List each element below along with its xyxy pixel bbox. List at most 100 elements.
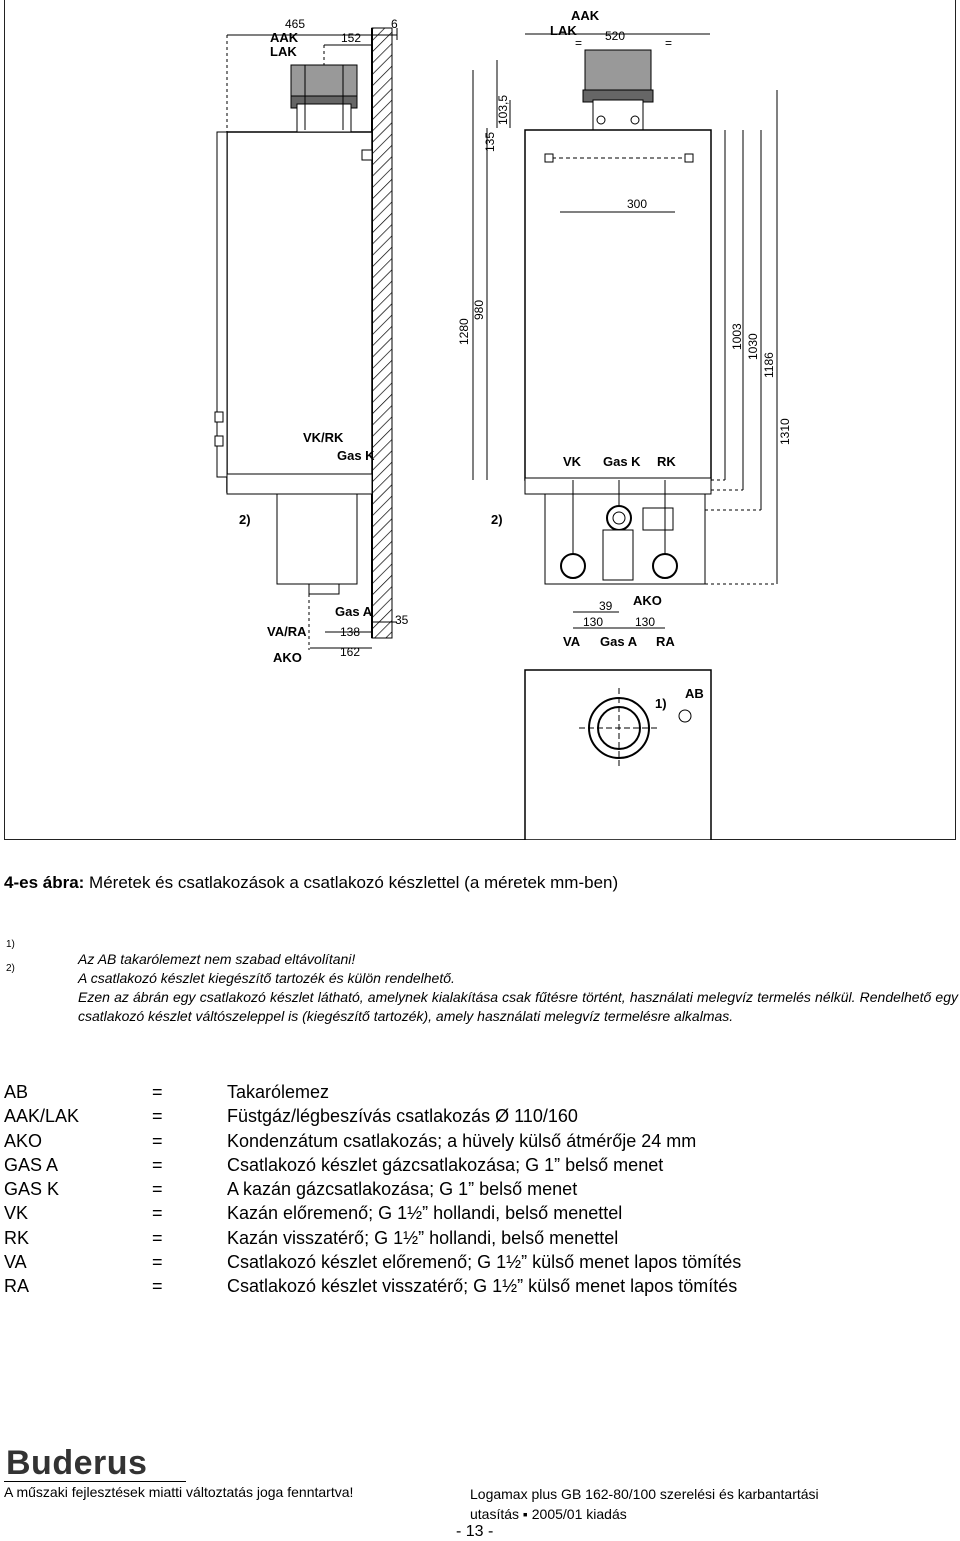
- legend-desc: Csatlakozó készlet gázcsatlakozása; G 1”…: [227, 1154, 664, 1175]
- side-note-2: 2): [239, 512, 251, 527]
- figure-frame: AAK LAK 465 6 152 VK/RK Gas K 2) Gas A V…: [4, 0, 956, 841]
- side-aak-label: AAK: [270, 30, 299, 45]
- dim-465: 465: [285, 17, 305, 31]
- caption-text: Méretek és csatlakozások a csatlakozó ké…: [84, 873, 619, 892]
- technical-drawing: AAK LAK 465 6 152 VK/RK Gas K 2) Gas A V…: [214, 8, 792, 841]
- front-ako-label: AKO: [633, 593, 662, 608]
- footnote-mark-1: 1): [6, 939, 15, 950]
- legend-row: RK = Kazán visszatérő; G 1½” hollandi, bel…: [4, 1226, 741, 1250]
- legend-table: AB = Takarólemez AAK/LAK = Füstgáz/légbeszív…: [4, 1080, 741, 1299]
- side-ako-label: AKO: [273, 650, 302, 665]
- side-vkrk-label: VK/RK: [303, 430, 344, 445]
- legend-eq: =: [152, 1276, 163, 1297]
- legend-eq: =: [152, 1227, 163, 1248]
- dim-1186: 1186: [762, 352, 776, 378]
- logo-wordmark: Buderus: [6, 1444, 147, 1481]
- plan-ab-label: AB: [685, 686, 704, 701]
- footer-doc-title: Logamax plus GB 162-80/100 szerelési és …: [470, 1484, 910, 1524]
- side-view: AAK LAK 465 6 152 VK/RK Gas K 2) Gas A V…: [214, 17, 409, 665]
- legend-abbr: VK: [4, 1203, 29, 1224]
- legend-abbr: AAK/LAK: [4, 1106, 80, 1127]
- footer-doc-line2: utasítás ▪ 2005/01 kiadás: [470, 1506, 627, 1522]
- height-dims-right: 1003 1030 1186 1310: [705, 90, 792, 585]
- legend-abbr: GAS K: [4, 1179, 60, 1200]
- legend-eq: =: [152, 1203, 163, 1224]
- legend-desc: Csatlakozó készlet előremenő; G 1½” küls…: [227, 1252, 742, 1273]
- side-gask-label: Gas K: [337, 448, 375, 463]
- front-ra-label: RA: [656, 634, 675, 649]
- legend-eq: =: [152, 1106, 163, 1127]
- footnote-mark-2: 2): [6, 963, 15, 974]
- svg-text:=: =: [665, 36, 672, 50]
- page-number: - 13 -: [456, 1523, 494, 1540]
- front-view: = = 300 520 AAK LAK VK Gas K RK 2) 39 13…: [491, 8, 712, 649]
- dim-1030: 1030: [746, 333, 760, 360]
- caption-prefix: 4-es ábra:: [4, 873, 85, 892]
- plan-note-1: 1): [655, 696, 667, 711]
- legend-desc: Füstgáz/légbeszívás csatlakozás Ø 110/16…: [227, 1106, 578, 1127]
- dim-103-5: 103,5: [496, 95, 510, 125]
- dim-162: 162: [340, 645, 360, 659]
- figure-caption: 4-es ábra: Méretek és csatlakozások a cs…: [4, 873, 618, 893]
- dim-39: 39: [599, 599, 613, 613]
- legend-row: RA = Csatlakozó készlet visszatérő; G 1½” …: [4, 1274, 741, 1298]
- side-gasa-label: Gas A: [335, 604, 373, 619]
- legend-row: VA = Csatlakozó készlet előremenő; G 1½” k…: [4, 1250, 741, 1274]
- plan-view: 1) AB: [524, 669, 712, 841]
- legend-desc: Takarólemez: [227, 1082, 330, 1102]
- thermometer-left: [560, 553, 586, 579]
- svg-text:=: =: [575, 36, 582, 50]
- dim-130-b: 130: [635, 615, 655, 629]
- dim-520: 520: [605, 29, 625, 43]
- dim-135: 135: [483, 132, 497, 152]
- legend-row: AAK/LAK = Füstgáz/légbeszívás csatlakozás …: [4, 1104, 741, 1128]
- footnote-2a: A csatlakozó készlet kiegészítő tartozék…: [78, 970, 455, 986]
- legend-row: VK = Kazán előremenő; G 1½” hollandi, bels…: [4, 1201, 741, 1225]
- legend-desc: Kondenzátum csatlakozás; a hüvely külső …: [227, 1130, 697, 1151]
- front-rk-label: RK: [657, 454, 676, 469]
- wall-hatch: [371, 27, 393, 639]
- side-lak-label: LAK: [270, 44, 297, 59]
- legend-row: AB = Takarólemez: [4, 1080, 741, 1104]
- legend-desc: A kazán gázcsatlakozása; G 1” belső mene…: [227, 1179, 578, 1200]
- legend-row: GAS K = A kazán gázcsatlakozása; G 1” bels…: [4, 1177, 741, 1201]
- legend-eq: =: [152, 1130, 163, 1151]
- front-aak-label: AAK: [571, 8, 600, 23]
- footer-doc-line1: Logamax plus GB 162-80/100 szerelési és …: [470, 1486, 819, 1502]
- dim-138: 138: [340, 625, 360, 639]
- dim-6: 6: [391, 17, 398, 31]
- dim-35: 35: [395, 613, 409, 627]
- legend-abbr: RK: [4, 1227, 30, 1248]
- front-lak-label: LAK: [550, 23, 577, 38]
- height-dims-left: 1280 980 135 103,5: [457, 60, 511, 480]
- boiler-front-body: [524, 129, 712, 481]
- side-vara-label: VA/RA: [267, 624, 307, 639]
- footnote-marks: 1) 2): [6, 940, 15, 988]
- footer-rule: [4, 1481, 186, 1482]
- buderus-logo: Buderus: [6, 1444, 147, 1481]
- dim-1310: 1310: [778, 418, 792, 445]
- front-gask-label: Gas K: [603, 454, 641, 469]
- legend-abbr: VA: [4, 1252, 27, 1273]
- legend-desc: Kazán visszatérő; G 1½” hollandi, belső …: [227, 1227, 619, 1248]
- front-note-2: 2): [491, 512, 503, 527]
- dim-1280: 1280: [457, 318, 471, 345]
- legend-eq: =: [152, 1082, 163, 1102]
- footnotes: Az AB takarólemezt nem szabad eltávolíta…: [78, 950, 958, 1026]
- footer-disclaimer: A műszaki fejlesztések miatti változtatá…: [4, 1484, 354, 1500]
- legend-abbr: AB: [4, 1082, 29, 1102]
- footnote-2b: Ezen az ábrán egy csatlakozó készlet lát…: [78, 989, 958, 1024]
- legend-row: GAS A = Csatlakozó készlet gázcsatlakozása…: [4, 1153, 741, 1177]
- legend-abbr: GAS A: [4, 1154, 59, 1175]
- boiler-side-body: [226, 131, 373, 493]
- front-gasa-label: Gas A: [600, 634, 638, 649]
- dim-130-a: 130: [583, 615, 603, 629]
- dim-300: 300: [627, 197, 647, 211]
- legend-eq: =: [152, 1154, 163, 1175]
- legend-abbr: RA: [4, 1276, 30, 1297]
- legend-desc: Csatlakozó készlet visszatérő; G 1½” kül…: [227, 1276, 738, 1297]
- legend-row: AKO=Kondenzátum csatlakozás; a hüvely kü…: [4, 1129, 741, 1153]
- legend-eq: =: [152, 1179, 163, 1200]
- legend-eq: =: [152, 1252, 163, 1273]
- legend-desc: Kazán előremenő; G 1½” hollandi, belső m…: [227, 1203, 623, 1224]
